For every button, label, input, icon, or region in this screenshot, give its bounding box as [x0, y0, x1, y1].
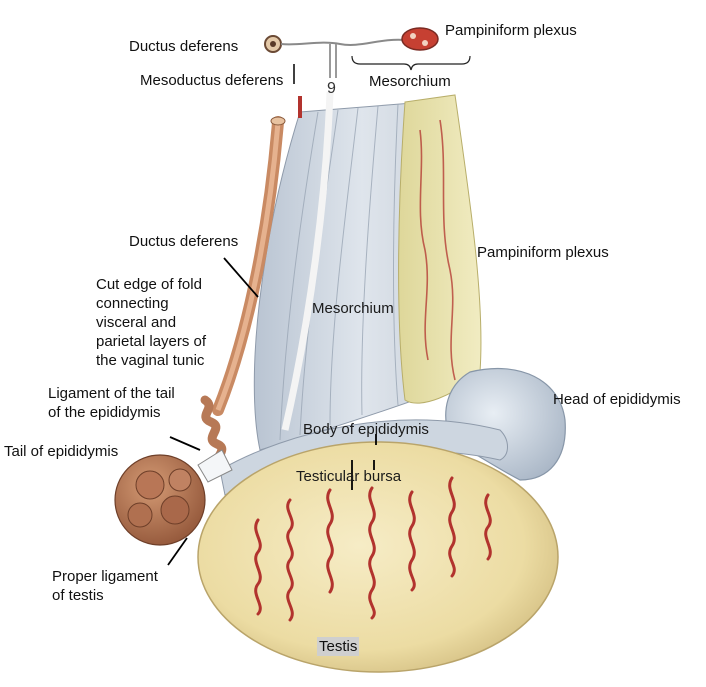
inset-ductus-lumen — [270, 41, 276, 47]
label-mesorchium: Mesorchium — [312, 300, 394, 317]
tail-of-epididymis — [114, 454, 206, 546]
inset-plexus — [401, 27, 439, 51]
label-ductus-deferens: Ductus deferens — [129, 233, 239, 250]
label-mesoductus-deferens: Mesoductus deferens — [140, 72, 284, 89]
label-cut-edge-of-fold: Cut edge of fold connecting visceral and… — [96, 276, 207, 369]
label-tail-of-epididymis: Tail of epididymis — [4, 443, 119, 460]
label-head-of-epididymis: Head of epididymis — [553, 391, 681, 408]
inset-mesorchium-brace — [351, 55, 471, 71]
label-ligament-of-tail: Ligament of the tail of the epididymis — [48, 385, 175, 421]
cross-section-inset — [264, 27, 471, 84]
label-testicular-bursa: Testicular bursa — [296, 468, 402, 485]
label-body-of-epididymis: Body of epididymis — [303, 421, 429, 438]
label-pampiniform-plexus-top: Pampiniform plexus — [445, 22, 577, 39]
mesoductus-white-band — [281, 91, 334, 431]
label-section-number: 9 — [327, 80, 336, 97]
leader-lines — [167, 257, 377, 566]
label-mesorchium-top: Mesorchium — [369, 73, 451, 90]
label-proper-ligament: Proper ligament of testis — [52, 568, 158, 604]
testis-body — [197, 441, 559, 673]
inset-stem — [329, 44, 337, 78]
inset-mesentery-line — [280, 38, 406, 46]
pampiniform-plexus-strip — [398, 94, 482, 404]
testis-vessels — [254, 476, 492, 622]
ligament-of-tail — [197, 449, 233, 483]
label-pampiniform-plexus: Pampiniform plexus — [477, 244, 609, 261]
label-ductus-deferens-top: Ductus deferens — [129, 38, 239, 55]
label-testis: Testis — [317, 637, 360, 656]
